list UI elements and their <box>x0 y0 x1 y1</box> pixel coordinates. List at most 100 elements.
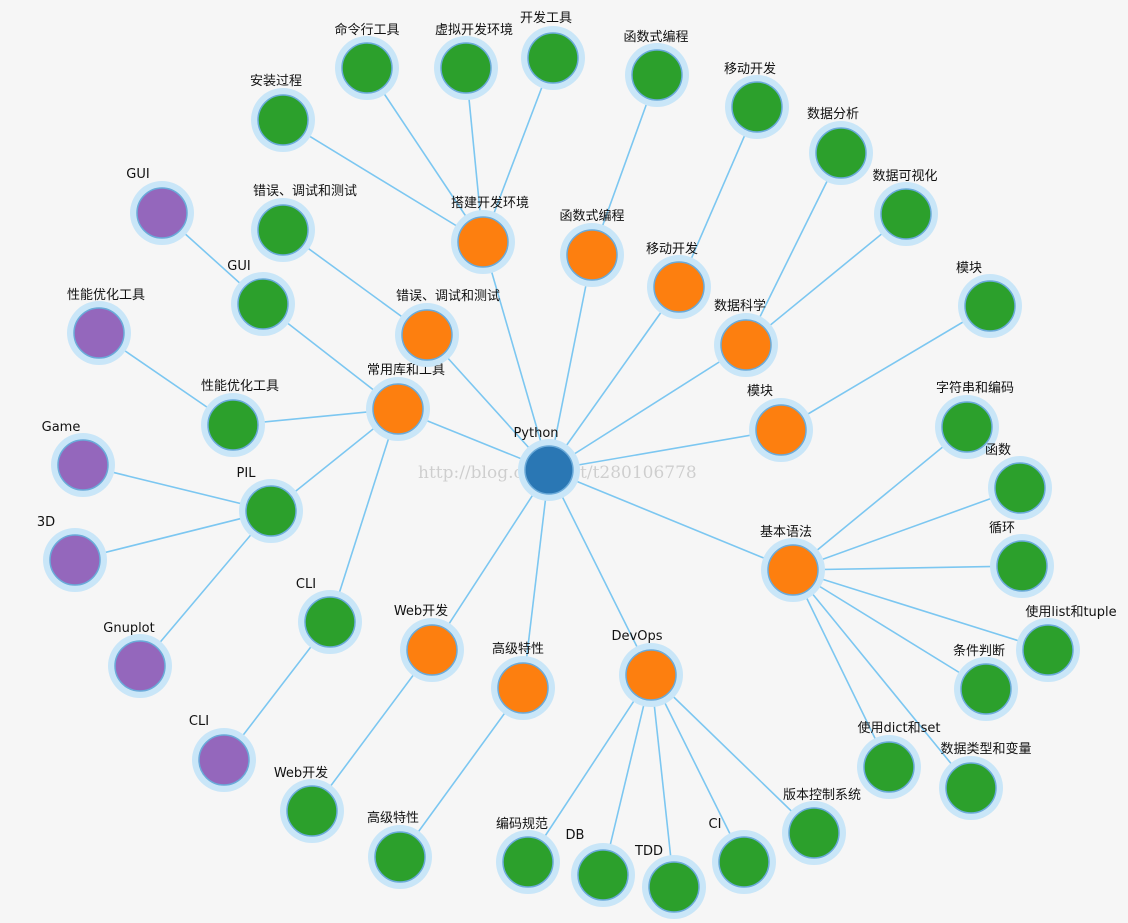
node-web[interactable]: Web开发 <box>394 603 464 682</box>
node-d_tdd[interactable]: TDD <box>634 844 706 919</box>
node-circle[interactable] <box>631 49 683 101</box>
node-circle[interactable] <box>964 280 1016 332</box>
link-basic-b_list <box>792 569 1049 651</box>
node-circle[interactable] <box>49 534 101 586</box>
node-circle[interactable] <box>625 649 677 701</box>
node-b_func[interactable]: 函数 <box>985 443 1052 520</box>
node-circle[interactable] <box>718 836 770 888</box>
node-debug_leaf[interactable]: 错误、调试和测试 <box>251 184 357 262</box>
node-mobile[interactable]: 移动开发 <box>646 241 711 319</box>
node-circle[interactable] <box>440 42 492 94</box>
node-circle[interactable] <box>941 401 993 453</box>
node-gui_sub[interactable]: GUI <box>126 167 194 245</box>
node-circle[interactable] <box>994 462 1046 514</box>
node-d_ci[interactable]: CI <box>709 817 776 894</box>
node-circle[interactable] <box>767 544 819 596</box>
node-circle[interactable] <box>401 309 453 361</box>
node-adv_leaf[interactable]: 高级特性 <box>367 810 432 889</box>
node-func[interactable]: 函数式编程 <box>559 209 625 287</box>
node-debug[interactable]: 错误、调试和测试 <box>395 289 500 367</box>
node-lib_pil[interactable]: PIL <box>237 466 303 543</box>
node-circle[interactable] <box>304 596 356 648</box>
node-3d_sub[interactable]: 3D <box>37 515 107 592</box>
node-circle[interactable] <box>207 399 259 451</box>
node-setup_venv[interactable]: 虚拟开发环境 <box>434 22 513 100</box>
node-circle[interactable] <box>257 204 309 256</box>
node-label: CLI <box>189 714 209 729</box>
node-setup_tools[interactable]: 开发工具 <box>520 10 585 90</box>
node-circle[interactable] <box>245 485 297 537</box>
node-perf_sub[interactable]: 性能优化工具 <box>67 288 145 365</box>
node-circle[interactable] <box>286 785 338 837</box>
node-circle[interactable] <box>136 187 188 239</box>
node-setup_cli[interactable]: 命令行工具 <box>334 22 400 100</box>
node-b_string[interactable]: 字符串和编码 <box>935 380 1014 459</box>
node-b_types[interactable]: 数据类型和变量 <box>939 741 1032 820</box>
node-module_leaf[interactable]: 模块 <box>956 261 1022 338</box>
node-label: 循环 <box>989 521 1015 536</box>
node-mobile_leaf[interactable]: 移动开发 <box>724 61 789 139</box>
node-circle[interactable] <box>577 849 629 901</box>
node-circle[interactable] <box>57 439 109 491</box>
link-datasci-ds_analysis <box>745 152 842 346</box>
node-libs[interactable]: 常用库和工具 <box>366 362 445 441</box>
node-cli_sub[interactable]: CLI <box>189 714 256 792</box>
node-circle[interactable] <box>457 216 509 268</box>
node-b_cond[interactable]: 条件判断 <box>953 643 1018 721</box>
node-circle[interactable] <box>406 624 458 676</box>
node-circle[interactable] <box>566 229 618 281</box>
node-label: Game <box>42 420 81 435</box>
link-python-setup <box>482 241 550 471</box>
node-ds_analysis[interactable]: 数据分析 <box>807 107 873 185</box>
node-b_list[interactable]: 使用list和tuple <box>1016 604 1117 682</box>
node-lib_perf[interactable]: 性能优化工具 <box>201 379 279 457</box>
node-gnuplot_sub[interactable]: Gnuplot <box>103 621 172 698</box>
node-circle[interactable] <box>880 188 932 240</box>
node-circle[interactable] <box>114 640 166 692</box>
node-circle[interactable] <box>653 261 705 313</box>
node-circle[interactable] <box>731 81 783 133</box>
node-d_vcs[interactable]: 版本控制系统 <box>782 788 861 865</box>
node-circle[interactable] <box>257 94 309 146</box>
node-circle[interactable] <box>945 762 997 814</box>
node-circle[interactable] <box>960 663 1012 715</box>
node-circle[interactable] <box>372 383 424 435</box>
node-circle[interactable] <box>374 831 426 883</box>
node-setup[interactable]: 搭建开发环境 <box>451 195 529 274</box>
node-d_db[interactable]: DB <box>566 828 635 907</box>
node-ds_vis[interactable]: 数据可视化 <box>872 169 938 246</box>
node-circle[interactable] <box>720 319 772 371</box>
node-circle[interactable] <box>502 836 554 888</box>
node-lib_cli[interactable]: CLI <box>296 577 362 654</box>
node-advanced[interactable]: 高级特性 <box>491 641 555 720</box>
node-func_leaf[interactable]: 函数式编程 <box>623 30 689 107</box>
node-circle[interactable] <box>527 32 579 84</box>
node-b_loop[interactable]: 循环 <box>989 521 1054 598</box>
node-module[interactable]: 模块 <box>747 384 813 462</box>
node-circle[interactable] <box>755 404 807 456</box>
node-circle[interactable] <box>73 307 125 359</box>
node-b_dict[interactable]: 使用dict和set <box>857 720 940 799</box>
node-web_leaf[interactable]: Web开发 <box>274 765 344 843</box>
node-circle[interactable] <box>524 445 574 495</box>
node-circle[interactable] <box>497 662 549 714</box>
link-devops-d_vcs <box>650 674 815 834</box>
node-basic[interactable]: 基本语法 <box>760 525 825 602</box>
node-d_style[interactable]: 编码规范 <box>496 817 560 894</box>
node-circle[interactable] <box>341 42 393 94</box>
node-circle[interactable] <box>815 127 867 179</box>
node-label: 虚拟开发环境 <box>435 22 513 38</box>
node-lib_gui[interactable]: GUI <box>227 259 295 336</box>
node-circle[interactable] <box>996 540 1048 592</box>
node-datasci[interactable]: 数据科学 <box>714 298 778 377</box>
node-circle[interactable] <box>863 741 915 793</box>
node-game_sub[interactable]: Game <box>42 420 115 497</box>
node-circle[interactable] <box>198 734 250 786</box>
node-circle[interactable] <box>788 807 840 859</box>
node-python[interactable]: Python <box>513 426 580 501</box>
node-circle[interactable] <box>237 278 289 330</box>
node-circle[interactable] <box>648 861 700 913</box>
node-circle[interactable] <box>1022 624 1074 676</box>
node-devops[interactable]: DevOps <box>612 629 683 707</box>
node-setup_install[interactable]: 安装过程 <box>250 74 315 152</box>
